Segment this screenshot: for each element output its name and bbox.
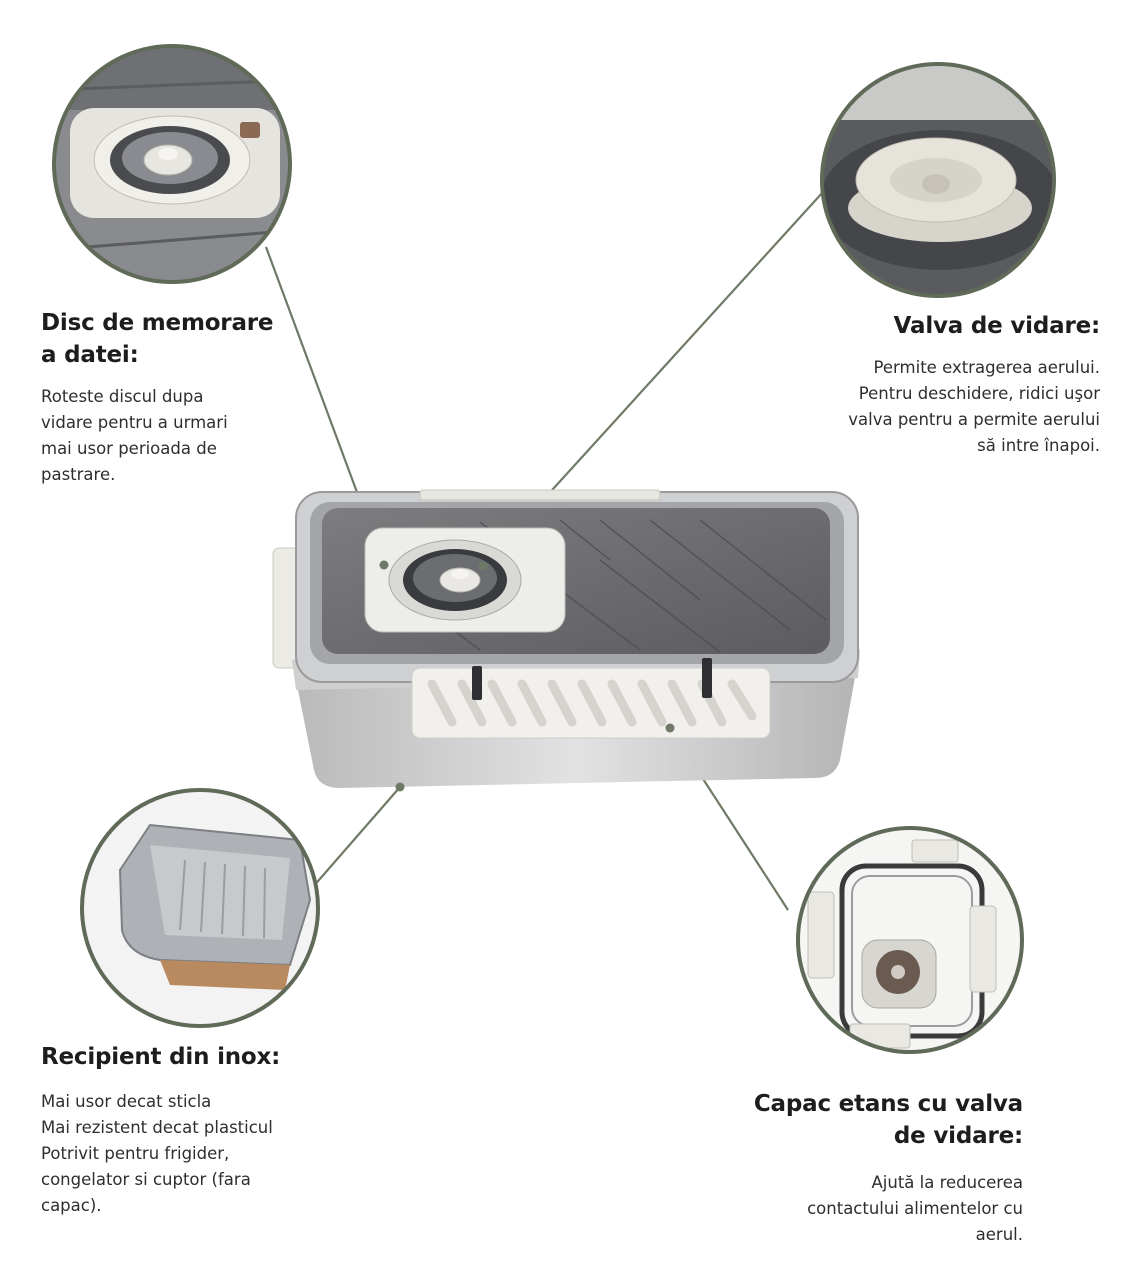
date-disc-desc-line: pastrare. xyxy=(41,465,116,484)
sealed-lid-desc-line: contactului alimentelor cu xyxy=(807,1199,1023,1218)
vacuum-valve-desc-line: Permite extragerea aerului. xyxy=(873,358,1100,377)
date-disc-description: Roteste discul dupa vidare pentru a urma… xyxy=(41,384,228,488)
vacuum-valve-description: Permite extragerea aerului. Pentru desch… xyxy=(848,355,1100,459)
steel-container-heading-line: Recipient din inox: xyxy=(41,1044,281,1070)
vacuum-valve-desc-line: Pentru deschidere, ridici uşor xyxy=(858,384,1100,403)
steel-container-desc-line: congelator si cuptor (fara xyxy=(41,1170,251,1189)
sealed-lid-desc-line: Ajută la reducerea xyxy=(871,1173,1023,1192)
date-disc-desc-line: vidare pentru a urmari xyxy=(41,413,228,432)
date-disc-heading-line: a datei: xyxy=(41,342,139,368)
sealed-lid-description: Ajută la reducerea contactului alimentel… xyxy=(807,1170,1023,1248)
detail-circle-vacuum-valve xyxy=(820,62,1056,298)
steel-container-desc-line: Mai usor decat sticla xyxy=(41,1092,212,1111)
steel-container-desc-line: capac). xyxy=(41,1196,102,1215)
anchor-dots xyxy=(379,560,675,792)
detail-circle-date-disc xyxy=(52,44,292,284)
vacuum-valve-heading: Valva de vidare: xyxy=(893,310,1101,342)
date-disc-heading: Disc de memorare a datei: xyxy=(41,307,274,371)
sealed-lid-heading-line: de vidare: xyxy=(893,1123,1023,1149)
vacuum-valve-heading-line: Valva de vidare: xyxy=(893,313,1101,339)
container-main xyxy=(272,489,860,788)
steel-container-description: Mai usor decat sticla Mai rezistent deca… xyxy=(41,1089,273,1219)
steel-container-desc-line: Mai rezistent decat plasticul xyxy=(41,1118,273,1137)
detail-circle-sealed-lid xyxy=(796,826,1024,1054)
steel-container-heading: Recipient din inox: xyxy=(41,1041,280,1073)
steel-container-desc-line: Potrivit pentru frigider, xyxy=(41,1144,230,1163)
vacuum-valve-desc-line: să intre înapoi. xyxy=(977,436,1100,455)
detail-circle-steel-container xyxy=(80,788,320,1028)
sealed-lid-heading: Capac etans cu valva de vidare: xyxy=(754,1088,1023,1152)
vacuum-valve-desc-line: valva pentru a permite aerului xyxy=(848,410,1100,429)
date-disc-heading-line: Disc de memorare xyxy=(41,310,274,336)
date-disc-desc-line: Roteste discul dupa xyxy=(41,387,204,406)
sealed-lid-heading-line: Capac etans cu valva xyxy=(753,1091,1023,1117)
date-disc-desc-line: mai usor perioada de xyxy=(41,439,217,458)
sealed-lid-desc-line: aerul. xyxy=(975,1225,1023,1244)
